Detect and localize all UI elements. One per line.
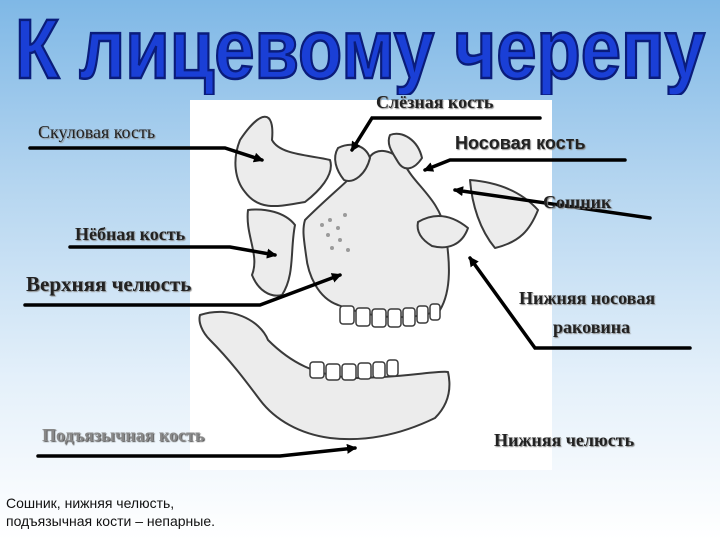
skull-illustration [190,100,552,470]
label-inferior-concha-line1: Нижняя носовая [519,288,655,309]
label-hyoid: Подъязычная кость [42,425,204,446]
footnote-line-1: Сошник, нижняя челюсть, [6,494,306,512]
palatine-bone-shape [248,210,295,296]
zygomatic-bone-shape [235,117,330,206]
label-nasal: Носовая кость [455,133,586,154]
vomer-shape [470,180,538,248]
label-lacrimal: Слёзная кость [376,92,493,113]
label-palatine: Нёбная кость [75,224,185,245]
skull-drawing [190,100,552,470]
label-mandible: Нижняя челюсть [494,430,634,451]
label-maxilla: Верхняя челюсть [26,272,191,297]
page-title: К лицевому черепу [0,0,720,95]
label-vomer: Сошник [543,192,611,213]
footnote: Сошник, нижняя челюсть, подъязычная кост… [6,494,306,530]
footnote-line-2: подъязычная кости – непарные. [6,512,306,530]
label-inferior-concha-line2: раковина [553,317,630,338]
title-text: К лицевому черепу [15,2,705,95]
label-zygomatic: Скуловая кость [38,122,155,143]
